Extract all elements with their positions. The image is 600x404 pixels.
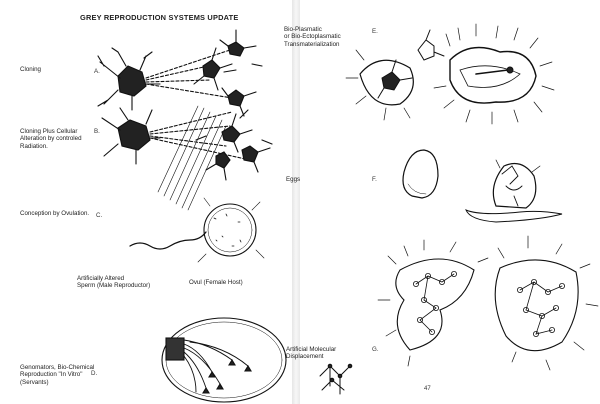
in-vitro-illustration xyxy=(161,317,287,403)
page-gutter xyxy=(292,0,300,404)
item-g-letter: G. xyxy=(372,346,379,353)
item-b-label: Cloning Plus Cellular Alteration by cont… xyxy=(20,128,82,150)
page-title: GREY REPRODUCTION SYSTEMS UPDATE xyxy=(80,13,239,22)
ovul-caption: Ovul (Female Host) xyxy=(189,279,243,286)
eggs-illustration xyxy=(402,149,563,223)
item-c-label: Conception by Ovulation. xyxy=(20,210,90,217)
item-e-letter: E. xyxy=(372,28,378,35)
left-illustrations xyxy=(97,29,287,403)
item-f-label: Eggs xyxy=(286,176,301,183)
item-d-letter: D. xyxy=(91,370,98,377)
transmaterialization-illustration xyxy=(345,23,555,125)
ovulation-illustration xyxy=(129,197,265,263)
molecular-displacement-illustration xyxy=(319,235,599,395)
item-g-label: Artificial Molecular Displacement xyxy=(286,346,337,361)
item-e-label: Bio-Plasmatic or Bio-Ectoplasmatic Trans… xyxy=(284,26,341,48)
radiation-neuron-illustration xyxy=(101,105,273,211)
item-a-label: Cloning xyxy=(20,66,41,73)
item-d-label: Genomators, Bio-Chemical Reproduction "I… xyxy=(20,364,95,386)
item-c-letter: C. xyxy=(96,212,103,219)
cloning-neuron-illustration xyxy=(97,29,263,117)
item-a-letter: A. xyxy=(94,68,100,75)
left-page: GREY REPRODUCTION SYSTEMS UPDATE Cloning… xyxy=(0,0,292,404)
item-f-letter: F. xyxy=(372,176,377,183)
sperm-caption: Artificially Altered Sperm (Male Reprodu… xyxy=(77,275,151,290)
page-number: 47 xyxy=(424,386,431,392)
right-page: Bio-Plasmatic or Bio-Ectoplasmatic Trans… xyxy=(284,0,600,404)
item-b-letter: B. xyxy=(94,128,100,135)
right-illustrations xyxy=(319,23,599,395)
